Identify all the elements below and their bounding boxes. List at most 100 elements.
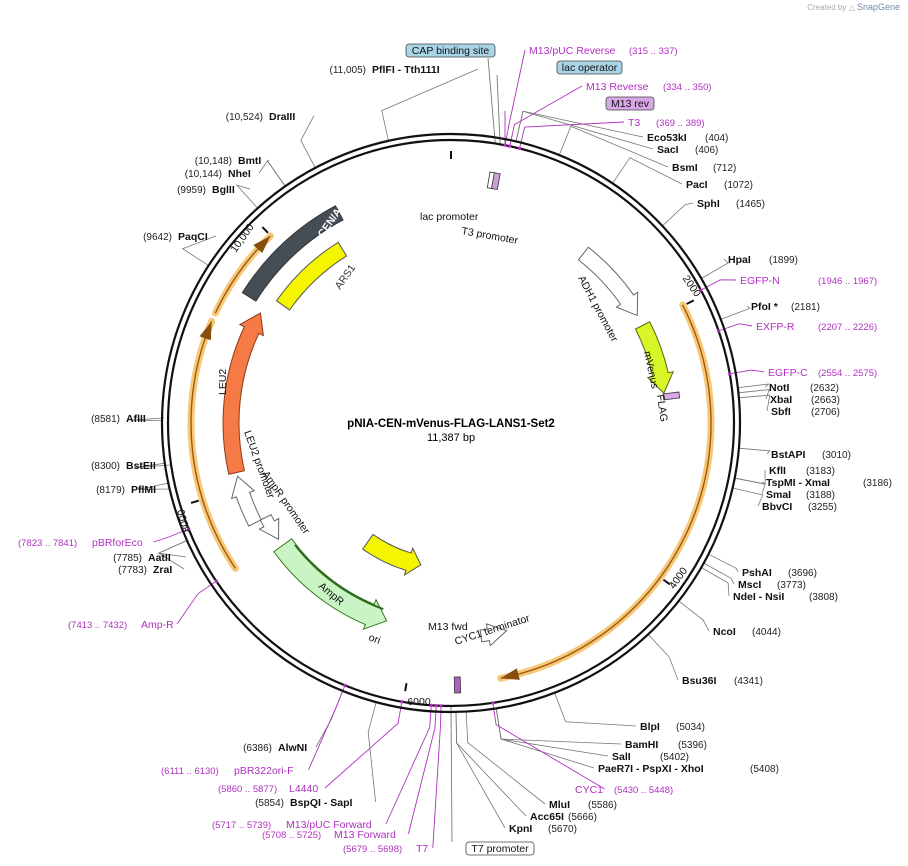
site-position: (2181): [791, 302, 820, 313]
primer-position: (315 .. 337): [629, 46, 678, 57]
site-position: (6386): [243, 743, 272, 754]
site-position: (7783): [118, 565, 147, 576]
boxed-label-bg: [605, 96, 655, 111]
site-leader-line: [465, 711, 546, 805]
credit-created-by: Created by: [807, 3, 847, 12]
site-leader-line: [738, 447, 771, 455]
primer-leader-line: [153, 528, 189, 543]
site-name: PshAI: [742, 567, 772, 579]
feature-label-flag: FLAG: [654, 394, 670, 423]
primer-marker: [187, 527, 191, 531]
site-name: BstEII: [126, 460, 156, 472]
site-name: PacI: [686, 179, 708, 191]
site-name: ZraI: [153, 564, 172, 576]
primer-marker: [717, 329, 721, 333]
primer-leader-line: [729, 369, 765, 375]
primer-name: CYC1: [575, 784, 603, 796]
site-position: (5670): [548, 824, 577, 835]
site-position: (3696): [788, 568, 817, 579]
site-name: PaeR7I - PspXI - XhoI: [598, 763, 704, 775]
primer-leader-line: [307, 685, 346, 771]
site-name: BbvCI: [762, 501, 792, 513]
feature-label-m13-fwd: M13 fwd: [428, 621, 468, 633]
site-name: BspQI - SapI: [290, 797, 353, 809]
site-leader-line: [734, 477, 766, 495]
tick-mark: [404, 683, 408, 692]
site-name: BamHI: [625, 739, 658, 751]
site-leader-line: [554, 692, 637, 727]
plasmid-length: 11,387 bp: [427, 432, 475, 444]
site-leader-line: [703, 562, 735, 585]
backbone-ring: [160, 132, 742, 714]
primer-name: L4440: [289, 783, 318, 795]
site-name: KpnI: [509, 823, 532, 835]
site-position: (5396): [678, 740, 707, 751]
arc-arrowhead: [253, 235, 271, 254]
site-leader-line: [720, 305, 751, 320]
site-leader-line: [701, 258, 729, 279]
primer-marker: [491, 701, 495, 705]
feature-t3-promoter: [490, 172, 501, 190]
primer-position: (5860 .. 5877): [218, 784, 277, 795]
primer-name: Amp-R: [141, 619, 174, 631]
primer-name: T3: [628, 117, 640, 129]
site-name: Eco53kI: [647, 132, 687, 144]
primer-marker: [517, 146, 521, 150]
site-leader-line: [495, 708, 609, 757]
boxed-label-bg: [465, 841, 535, 856]
arc-arrowhead: [500, 668, 520, 680]
site-name: MluI: [549, 799, 570, 811]
primer-position: (7823 .. 7841): [18, 538, 77, 549]
site-leader-line: [612, 157, 683, 185]
site-leader-line: [137, 482, 170, 490]
site-name: BmtI: [238, 155, 261, 167]
site-position: (3808): [809, 592, 838, 603]
primer-name: M13 Reverse: [586, 81, 649, 93]
tick-label: 6000: [407, 696, 431, 708]
tick-mark: [686, 299, 695, 305]
primer-position: (369 .. 389): [656, 118, 705, 129]
plasmid-name: pNIA-CEN-mVenus-FLAG-LANS1-Set2: [347, 418, 555, 430]
site-leader-line: [181, 235, 217, 266]
site-name: BglII: [212, 184, 235, 196]
site-position: (5586): [588, 800, 617, 811]
site-position: (2663): [811, 395, 840, 406]
primer-leader-line: [324, 701, 403, 789]
site-position: (1465): [736, 199, 765, 210]
site-position: (1899): [769, 255, 798, 266]
feature-label-leu2: LEU2: [217, 369, 229, 395]
site-position: (11,005): [329, 65, 366, 76]
highlight-arc-core: [500, 304, 712, 679]
site-name: BsmI: [672, 162, 698, 174]
site-position: (1072): [724, 180, 753, 191]
site-leader-line: [300, 115, 316, 169]
primer-name: T7: [416, 843, 428, 855]
feature-cyc1-terminator: [479, 623, 508, 647]
site-position: (4341): [734, 676, 763, 687]
site-leader-line: [701, 567, 730, 597]
site-leader-line: [258, 160, 286, 187]
feature-leu2: [222, 312, 265, 475]
site-name: BlpI: [640, 721, 660, 733]
site-leader-line: [734, 469, 766, 485]
primer-leader-line: [385, 705, 432, 825]
feature-flag: [662, 391, 681, 401]
primer-marker: [214, 579, 218, 583]
site-leader-line: [495, 708, 595, 769]
site-leader-line: [737, 383, 770, 389]
ampr-outline: [294, 544, 384, 610]
site-name: DraIII: [269, 111, 295, 123]
site-name: PflFI - Tth111I: [372, 64, 440, 76]
site-leader-line: [515, 110, 654, 150]
site-position: (404): [705, 133, 728, 144]
site-leader-line: [738, 394, 771, 412]
primer-name: M13/pUC Reverse: [529, 45, 616, 57]
credit-brand: SnapGene: [856, 2, 900, 12]
site-name: AatII: [148, 552, 171, 564]
site-position: (5408): [750, 764, 779, 775]
site-name: Bsu36I: [682, 675, 717, 687]
site-name: SbfI: [771, 406, 791, 418]
feature-label-ars1: ARS1: [333, 262, 359, 291]
primer-position: (2207 .. 2226): [818, 322, 877, 333]
